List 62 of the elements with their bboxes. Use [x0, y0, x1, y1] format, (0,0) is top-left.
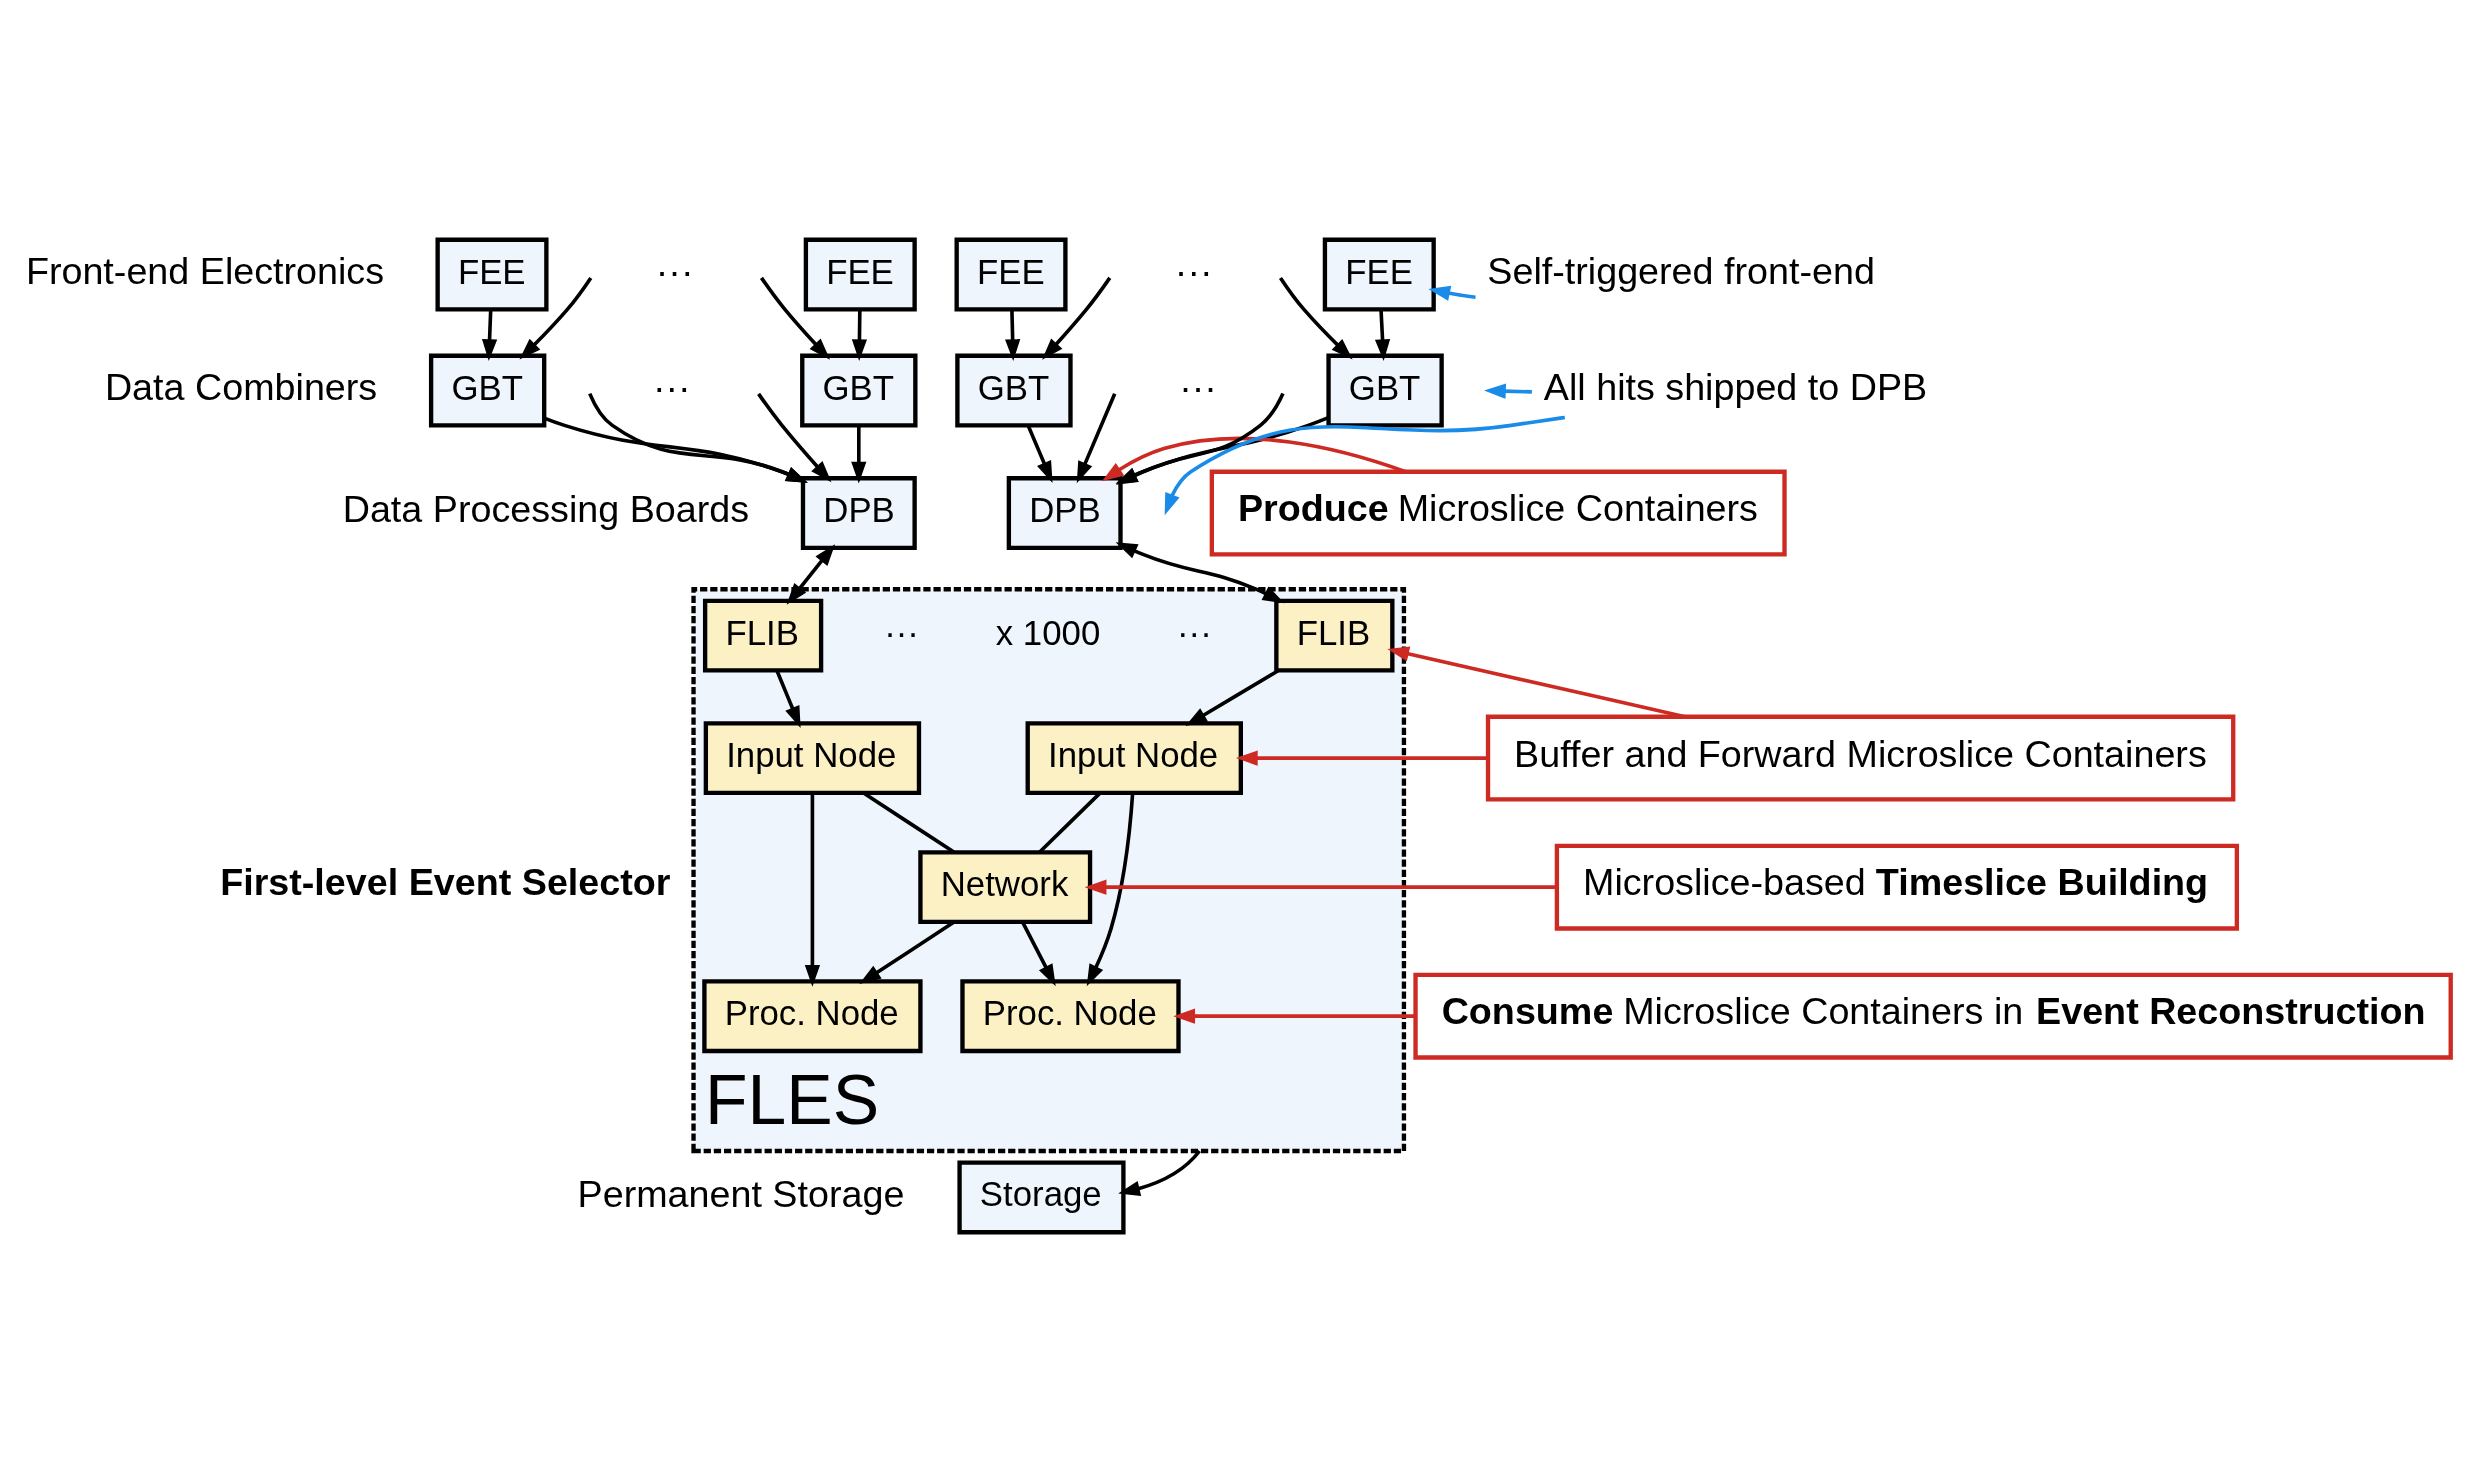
arrow [1185, 669, 1279, 727]
node-box: Proc. Node [702, 979, 923, 1054]
label: Data Combiners [104, 365, 378, 408]
label: Data Processing Boards [342, 488, 750, 531]
node-box: FEE [954, 237, 1068, 312]
label: ··· [884, 613, 919, 652]
node-box: Network [918, 850, 1093, 925]
node-box: Input Node [1025, 721, 1243, 796]
arrow [760, 276, 831, 360]
label: First-level Event Selector [220, 860, 671, 903]
node-text: Self-triggered front-end [1487, 249, 1875, 292]
arrow [1084, 879, 1557, 895]
node-box: GBT [428, 353, 547, 428]
node-box: GBT [955, 353, 1073, 428]
node-box: Microslice-based Timeslice Building [1554, 843, 2240, 931]
label: ··· [1179, 365, 1217, 408]
node-box: Buffer and Forward Microslice Containers [1485, 714, 2236, 802]
node-box: FEE [1322, 237, 1436, 312]
node-box: Produce Microslice Containers [1209, 469, 1787, 557]
arrow [1076, 393, 1117, 484]
label: x 1000 [995, 613, 1101, 652]
arrow [1279, 276, 1353, 360]
node-box: Proc. Node [960, 979, 1181, 1054]
arrow [1005, 309, 1021, 362]
label: ··· [652, 365, 691, 408]
node-box: FEE [803, 237, 917, 312]
arrow [786, 544, 836, 605]
arrow [851, 309, 868, 362]
arrow [1164, 415, 1566, 516]
node-box: FEE [435, 237, 549, 312]
arrow [1484, 383, 1532, 399]
arrow [1374, 309, 1391, 362]
arrow [1115, 542, 1285, 604]
label: ··· [655, 249, 694, 292]
connector [1038, 792, 1101, 854]
label: ··· [1177, 613, 1212, 652]
arrow [1042, 276, 1112, 360]
node-box: Storage [957, 1160, 1126, 1235]
node-box: DPB [800, 476, 917, 551]
arrow [1118, 1149, 1201, 1196]
arrow [1235, 750, 1488, 766]
label: Permanent Storage [577, 1172, 905, 1215]
arrow [1173, 1008, 1416, 1024]
node-box: Input Node [703, 721, 922, 796]
node-box: FLIB [702, 598, 824, 673]
label: Front-end Electronics [25, 249, 385, 292]
arrow [519, 276, 593, 360]
node-box: DPB [1006, 476, 1123, 551]
arrow [804, 792, 821, 987]
node-box: Consume Microslice Containers in Event Reconstruction [1413, 972, 2453, 1060]
arrow [775, 670, 801, 729]
node-box: FLIB [1274, 598, 1395, 673]
arrow [1428, 285, 1476, 301]
label: ··· [1174, 249, 1213, 292]
arrow [851, 426, 867, 484]
node-text: All hits shipped to DPB [1543, 365, 1928, 408]
node-box: GBT [1326, 353, 1444, 428]
arrow [1026, 425, 1053, 484]
arrow [1021, 921, 1056, 987]
arrow [481, 309, 498, 362]
node-box: GBT [800, 353, 918, 428]
arrow [1086, 793, 1135, 987]
